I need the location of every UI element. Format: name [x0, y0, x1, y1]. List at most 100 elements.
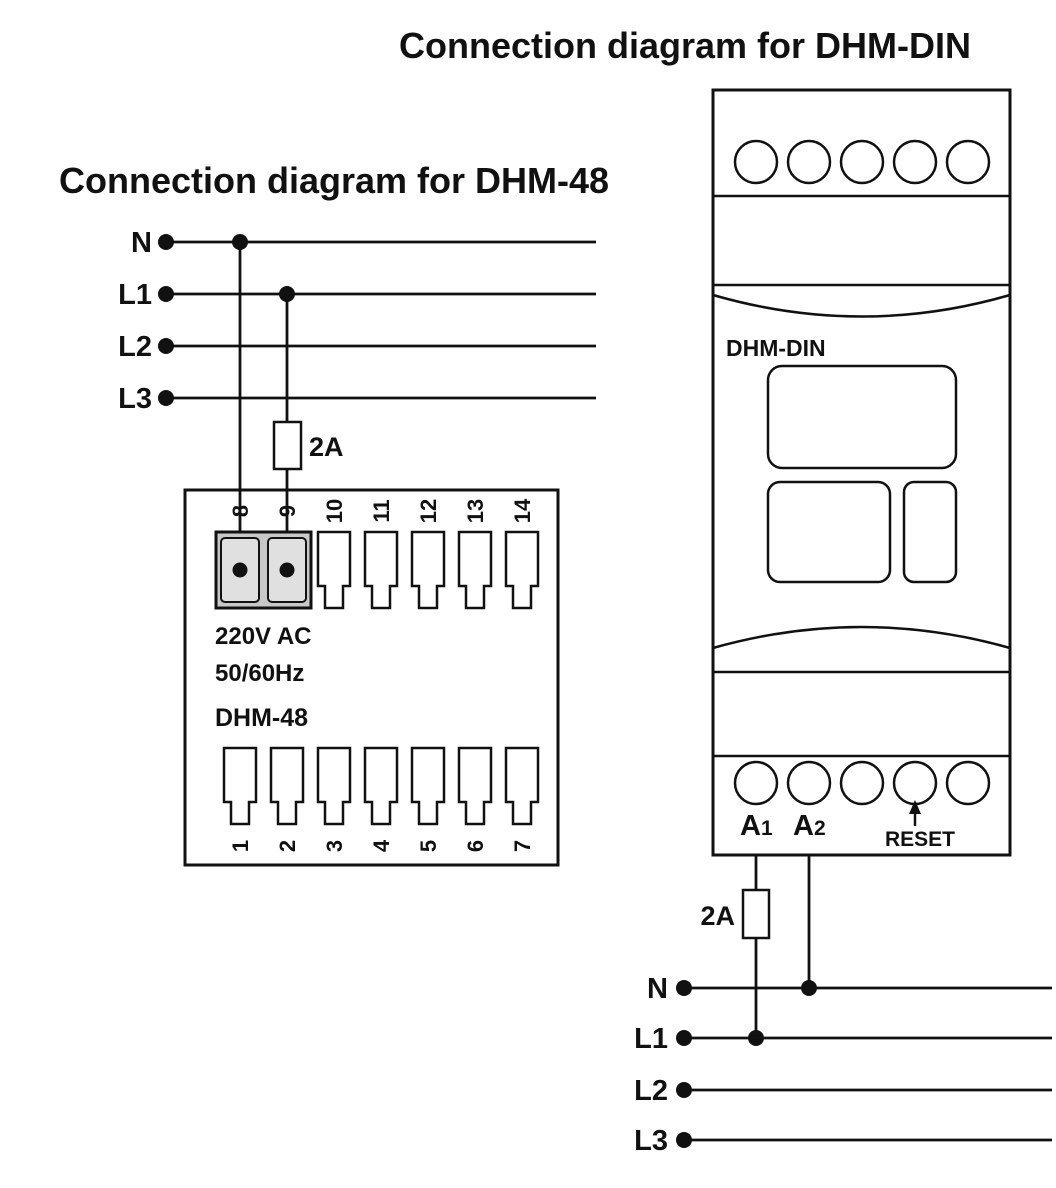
- a2-label: A: [793, 810, 814, 842]
- phase-line-n: N: [131, 227, 596, 259]
- din-top-terminal-3: [839, 139, 885, 185]
- a1-label: A: [740, 810, 761, 842]
- face-curve-bottom: [712, 625, 1011, 650]
- terminal-number: 11: [369, 499, 394, 522]
- dhm48-device-body: [183, 488, 560, 867]
- bottom-terminal-circles: [733, 760, 991, 806]
- phase-line-l1: L1: [634, 1023, 1052, 1055]
- terminal-14: [504, 530, 540, 610]
- terminal-number: 6: [463, 840, 488, 852]
- din-top-terminal-5: [945, 139, 991, 185]
- display-panel-right: [902, 480, 958, 584]
- terminal-number: 8: [228, 505, 253, 517]
- face-curve-top: [712, 293, 1011, 318]
- phase-label-l1: L1: [634, 1023, 668, 1055]
- bottom-terminals: [222, 746, 540, 826]
- terminal-number: 10: [322, 499, 347, 523]
- node-dot: [158, 286, 174, 302]
- junction-dot-n: [232, 234, 248, 250]
- terminal-6: [457, 746, 493, 826]
- node-dot: [676, 980, 692, 996]
- terminal-9-screw: [279, 562, 295, 578]
- terminal-number: 12: [416, 499, 441, 523]
- phase-label-n: N: [647, 973, 668, 1005]
- power-terminal-block: [214, 530, 313, 610]
- display-screen: [766, 364, 958, 470]
- terminal-5: [410, 746, 446, 826]
- title-dhm-din: Connection diagram for DHM-DIN: [399, 25, 971, 66]
- phase-label-n: N: [131, 227, 152, 259]
- terminal-3: [316, 746, 352, 826]
- fuse-symbol: [272, 420, 303, 471]
- reset-arrow-head: [909, 800, 921, 814]
- node-dot: [158, 390, 174, 406]
- terminal-1: [222, 746, 258, 826]
- phase-line-n: N: [647, 973, 1052, 1005]
- phase-line-l3: L3: [118, 383, 596, 415]
- din-module-body: [711, 88, 1012, 857]
- phase-label-l3: L3: [118, 383, 152, 415]
- din-bottom-terminal-3: [839, 760, 885, 806]
- terminal-number: 2: [275, 840, 300, 852]
- fuse-right: 2A: [700, 888, 771, 940]
- terminal-11: [363, 530, 399, 610]
- din-terminal-a1: [733, 760, 779, 806]
- phase-label-l1: L1: [118, 279, 152, 311]
- terminal-13: [457, 530, 493, 610]
- din-bottom-terminal-5: [945, 760, 991, 806]
- din-top-terminal-4: [892, 139, 938, 185]
- terminal-number: 9: [275, 505, 300, 517]
- terminal-12: [410, 530, 446, 610]
- node-dot: [158, 338, 174, 354]
- reset-label: RESET: [885, 828, 955, 851]
- terminal-number: 3: [322, 840, 347, 852]
- din-terminal-reset: [892, 760, 938, 806]
- supply-frequency-label: 50/60Hz: [215, 660, 304, 687]
- display-panel-left: [766, 480, 892, 584]
- dhm-din-model-label: DHM-DIN: [726, 335, 826, 361]
- dhm-din-diagram: DHM-DIN A 1 A 2 RESET 2A: [634, 88, 1052, 1157]
- supply-voltage-label: 220V AC: [215, 623, 312, 650]
- junction-dot-l1: [279, 286, 295, 302]
- phase-line-l1: L1: [118, 279, 596, 311]
- title-dhm-48: Connection diagram for DHM-48: [59, 160, 609, 201]
- dhm48-diagram: N L1 L2 L3 2A 8: [118, 227, 596, 867]
- phase-label-l3: L3: [634, 1125, 668, 1157]
- din-top-terminal-2: [786, 139, 832, 185]
- phase-line-l3: L3: [634, 1125, 1052, 1157]
- din-top-terminal-1: [733, 139, 779, 185]
- terminal-8-screw: [232, 562, 248, 578]
- top-terminal-circles: [733, 139, 991, 185]
- node-dot: [158, 234, 174, 250]
- bottom-terminal-labels: A 1 A 2 RESET: [740, 800, 955, 851]
- terminal-7: [504, 746, 540, 826]
- din-terminal-a2: [786, 760, 832, 806]
- fuse-label: 2A: [309, 432, 344, 462]
- top-terminal-numbers: 8 9 10 11 12 13 14: [228, 498, 535, 523]
- terminal-number: 4: [369, 839, 394, 852]
- phase-line-l2: L2: [634, 1075, 1052, 1107]
- node-dot: [676, 1082, 692, 1098]
- a2-sub: 2: [814, 817, 826, 840]
- terminal-number: 1: [228, 840, 253, 852]
- terminal-number: 7: [510, 840, 535, 852]
- terminal-2: [269, 746, 305, 826]
- terminal-number: 14: [510, 498, 535, 523]
- terminal-number: 13: [463, 499, 488, 523]
- phase-label-l2: L2: [118, 331, 152, 363]
- phase-line-l2: L2: [118, 331, 596, 363]
- bottom-terminal-numbers: 1 2 3 4 5 6 7: [228, 839, 535, 852]
- fuse-symbol: [741, 888, 771, 940]
- fuse-label: 2A: [700, 901, 735, 931]
- terminal-number: 5: [416, 840, 441, 852]
- dhm48-model-label: DHM-48: [215, 704, 308, 732]
- fuse-left: 2A: [272, 420, 344, 471]
- a1-sub: 1: [761, 817, 773, 840]
- phase-label-l2: L2: [634, 1075, 668, 1107]
- node-dot: [676, 1132, 692, 1148]
- terminal-4: [363, 746, 399, 826]
- node-dot: [676, 1030, 692, 1046]
- top-terminals: [316, 530, 540, 610]
